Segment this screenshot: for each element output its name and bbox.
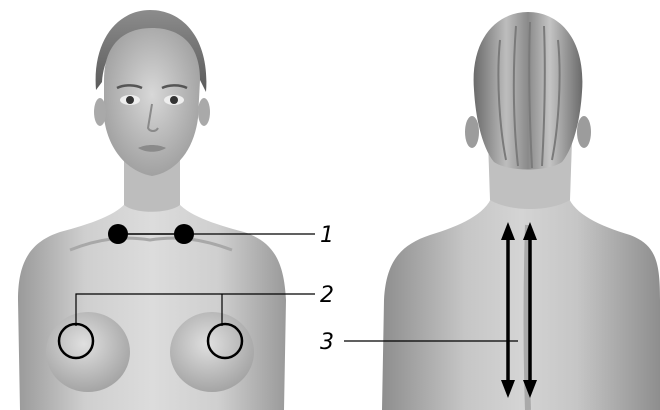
back-hair xyxy=(474,12,583,170)
right-pupil xyxy=(170,96,178,104)
left-pupil xyxy=(126,96,134,104)
back-torso-figure xyxy=(382,12,660,410)
left-ear xyxy=(94,98,106,126)
callout-3-number: 3 xyxy=(320,330,334,355)
left-clavicle-marker xyxy=(108,224,128,244)
callout-1-number: 1 xyxy=(320,223,334,248)
back-left-ear xyxy=(465,116,479,148)
front-torso-figure xyxy=(18,10,286,410)
right-ear xyxy=(198,98,210,126)
front-face xyxy=(104,28,200,176)
callout-2-number: 2 xyxy=(320,283,334,308)
right-clavicle-marker xyxy=(174,224,194,244)
back-right-ear xyxy=(577,116,591,148)
